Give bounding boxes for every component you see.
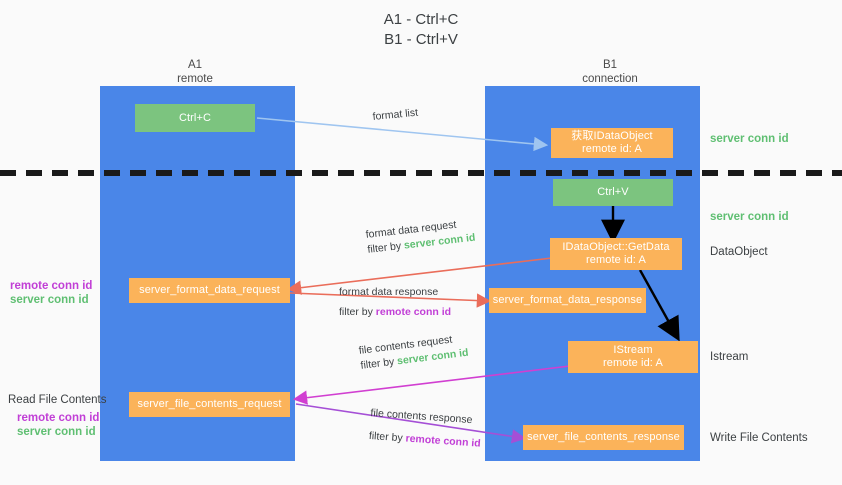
node-server-format-data-request[interactable]: server_format_data_request [129,278,290,303]
edge-label-format-data-response: format data response filter by remote co… [339,285,451,319]
right-label-write-file-contents: Write File Contents [710,432,808,444]
column-header-b1: B1 connection [582,59,638,85]
node-ctrl-c[interactable]: Ctrl+C [135,104,255,132]
left-label-remote-conn-id: remote conn id [10,280,93,292]
page-title: A1 - Ctrl+C B1 - Ctrl+V [383,11,459,48]
filter-by-text: filter by [368,429,407,445]
node-istream[interactable]: IStream remote id: A [568,341,698,373]
column-header-a1: A1 remote [177,59,213,85]
left-label-server-conn-id: server conn id [17,426,96,438]
edge-label-file-contents-response: file contents response filter by remote … [368,406,482,451]
right-label-server-conn-id-top: server conn id [710,133,789,145]
node-server-format-data-response[interactable]: server_format_data_response [489,288,646,313]
node-idataobject-getdata[interactable]: IDataObject::GetData remote id: A [550,238,682,270]
edge-label-line2: filter by remote conn id [339,305,451,319]
right-label-server-conn-id-mid: server conn id [710,211,789,223]
node-server-file-contents-response[interactable]: server_file_contents_response [523,425,684,450]
node-get-idataobject[interactable]: 获取IDataObject remote id: A [551,128,673,158]
phase-divider [0,170,842,176]
edge-label-format-data-request: format data request filter by server con… [365,216,476,257]
edge-label-file-contents-request: file contents request filter by server c… [358,331,469,373]
conn-id-key: remote conn id [405,432,482,450]
left-label-server-conn-id: server conn id [10,294,89,306]
filter-by-text: filter by [359,355,398,372]
left-label-conn-ids-file: remote conn id server conn id [17,411,99,439]
edge-label-format-list: format list [372,106,419,123]
left-label-remote-conn-id: remote conn id [17,412,100,424]
left-label-read-file-contents: Read File Contents [8,394,107,406]
edge-label-line2: filter by remote conn id [368,429,481,451]
right-label-dataobject: DataObject [710,246,768,258]
edge-label-line1: file contents response [370,406,473,427]
node-server-file-contents-request[interactable]: server_file_contents_request [129,392,290,417]
node-ctrl-v[interactable]: Ctrl+V [553,179,673,206]
right-label-istream: Istream [710,351,749,363]
filter-by-text: filter by [339,306,376,318]
edge-label-line1: format data response [339,286,439,298]
conn-id-key: remote conn id [375,306,452,318]
left-label-conn-ids-format: remote conn id server conn id [10,279,92,307]
filter-by-text: filter by [366,239,405,256]
